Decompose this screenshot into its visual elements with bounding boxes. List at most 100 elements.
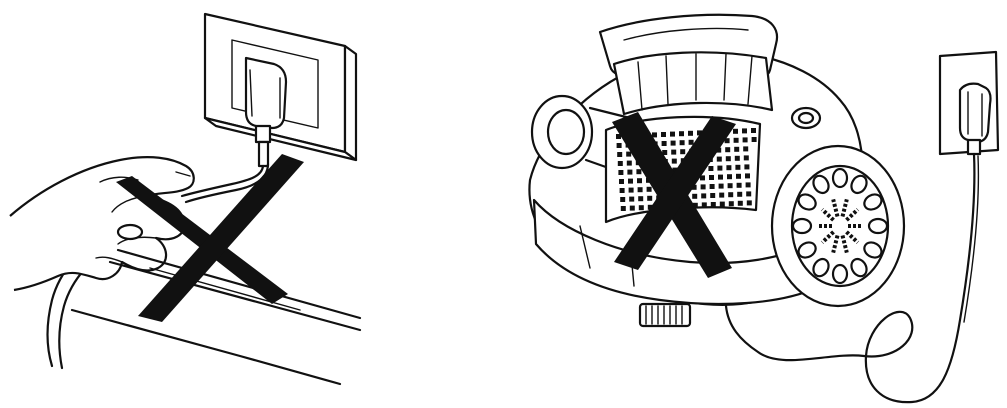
mesh-dot [716, 156, 722, 162]
mesh-dot [751, 137, 757, 142]
mesh-dot [670, 131, 675, 137]
mesh-dot [737, 191, 743, 197]
vent-fin [845, 208, 860, 222]
mesh-dot [751, 128, 756, 133]
mesh-dot [637, 178, 642, 184]
mesh-dot [743, 146, 749, 152]
mesh-dot [701, 202, 707, 208]
mesh-dot [628, 187, 634, 193]
vent-fin [831, 198, 840, 217]
mesh-dot [727, 174, 732, 180]
mesh-dot [745, 173, 750, 179]
vent-slot [831, 263, 849, 285]
mesh-dot [679, 140, 685, 146]
mesh-dot [700, 184, 706, 190]
mesh-dot [719, 201, 725, 207]
plug-icon [244, 56, 288, 168]
mesh-dot [629, 205, 635, 211]
vent-slot [831, 167, 849, 189]
mesh-dot [734, 155, 740, 161]
vent-fin [845, 230, 860, 244]
motor-housing [770, 144, 906, 308]
mesh-dot [617, 152, 623, 157]
mesh-dot [746, 191, 752, 197]
vent-fin [840, 198, 849, 217]
vent-slot [791, 217, 813, 235]
brush-bristles [645, 305, 683, 325]
mesh-dot [688, 139, 694, 145]
mesh-dot [725, 147, 731, 153]
mesh-dot [637, 187, 643, 193]
panel-unplug-while-running [520, 0, 1007, 408]
vent-slot [812, 257, 830, 278]
mesh-dot [670, 140, 676, 146]
mesh-dot [717, 165, 723, 171]
hand-icon [9, 156, 195, 292]
mesh-dot [629, 196, 635, 202]
mesh-dot [647, 204, 653, 210]
mesh-dot [620, 206, 626, 211]
mesh-dot [700, 175, 705, 181]
mesh-dot [733, 128, 738, 134]
mesh-dot [709, 175, 714, 180]
mesh-dot [718, 174, 723, 180]
mesh-dot [691, 184, 697, 190]
mesh-dot [725, 156, 731, 162]
mesh-dot [661, 141, 667, 146]
mesh-dot [727, 183, 733, 189]
mesh-dot [718, 183, 724, 189]
mesh-dot [672, 167, 678, 173]
mesh-dot [742, 128, 747, 134]
mesh-dot [636, 169, 642, 175]
mesh-dot [680, 149, 686, 155]
vent-fin [831, 235, 840, 254]
mesh-dot [616, 143, 622, 148]
mesh-dot [728, 192, 734, 198]
mesh-dot [743, 155, 749, 161]
mesh-dot [728, 201, 734, 207]
mesh-dot [671, 149, 677, 155]
vent-fin [840, 235, 849, 254]
mesh-dot [716, 147, 722, 153]
vent-slot [867, 217, 889, 235]
mesh-dot [627, 169, 633, 175]
mesh-dot [671, 158, 677, 164]
mesh-dot [616, 134, 621, 139]
mesh-dot [617, 161, 623, 166]
mesh-dot [652, 132, 657, 138]
mesh-dot [734, 146, 740, 152]
mesh-dot [620, 197, 626, 202]
mesh-dot [626, 151, 632, 157]
mesh-dot [626, 160, 632, 166]
vent-slot [797, 241, 817, 259]
mesh-dot [692, 202, 698, 208]
vent-slot [797, 193, 817, 211]
mesh-dot [647, 195, 653, 201]
vent-fin [820, 230, 835, 244]
mesh-dot [744, 164, 750, 170]
mesh-dot [708, 166, 714, 171]
mesh-dot [737, 200, 743, 206]
mesh-dot [692, 193, 698, 199]
mesh-dot [619, 179, 624, 184]
mesh-dot [662, 150, 668, 155]
mesh-dot [646, 186, 652, 192]
mesh-dot [733, 137, 739, 143]
mesh-dot [724, 138, 730, 144]
pull-by-cord-drawing [9, 12, 362, 386]
mesh-dot [688, 130, 693, 136]
mesh-dot [746, 200, 752, 206]
mesh-dot [745, 182, 751, 188]
mesh-dot [628, 178, 633, 184]
mesh-dot [719, 192, 725, 198]
mesh-dot [709, 184, 715, 189]
mesh-dot [726, 165, 732, 171]
vent-fin [820, 208, 835, 222]
prohibition-cross-icon [612, 112, 736, 278]
vacuum-cleaner-icon [528, 13, 906, 328]
mesh-dot [697, 130, 702, 136]
vacuum-cleaner-drawing [528, 13, 1000, 404]
vent-slot [863, 193, 883, 211]
mesh-dot [638, 196, 644, 202]
